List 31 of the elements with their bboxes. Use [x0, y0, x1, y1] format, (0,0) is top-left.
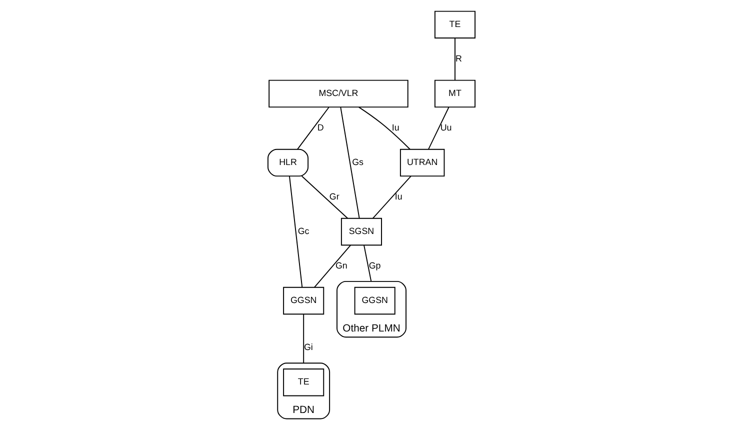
connector	[358, 106, 410, 150]
edge-label: Gc	[298, 226, 310, 236]
node-box: GGSN	[283, 286, 324, 315]
connector	[372, 176, 412, 219]
connector	[296, 106, 330, 150]
node-box: TE	[283, 368, 324, 396]
edge-label: Gs	[352, 157, 364, 168]
connector	[364, 244, 372, 282]
edge-label: Gp	[368, 260, 381, 271]
connector	[428, 106, 450, 150]
edge-label: Gn	[336, 260, 348, 271]
node-box: MSC/VLR	[268, 80, 408, 108]
connector	[289, 176, 303, 288]
edge-label: Gi	[304, 342, 313, 352]
edge-label: Uu	[440, 122, 452, 132]
node-box: HLR	[267, 148, 309, 177]
edge-label: Iu	[394, 192, 402, 202]
node-box: GGSN	[354, 286, 396, 315]
connector	[340, 106, 360, 219]
edge-label: Gr	[329, 192, 340, 202]
connector	[303, 314, 304, 364]
edge-label: R	[455, 53, 462, 64]
connector	[301, 176, 348, 219]
node-box: UTRAN	[400, 148, 445, 177]
connector	[454, 38, 456, 81]
connector	[314, 244, 352, 288]
edge-label: D	[317, 122, 324, 132]
node-box: TE	[434, 10, 476, 38]
node-box: MT	[434, 80, 476, 108]
edge-label: Iu	[392, 122, 400, 132]
node-box: SGSN	[340, 218, 382, 246]
